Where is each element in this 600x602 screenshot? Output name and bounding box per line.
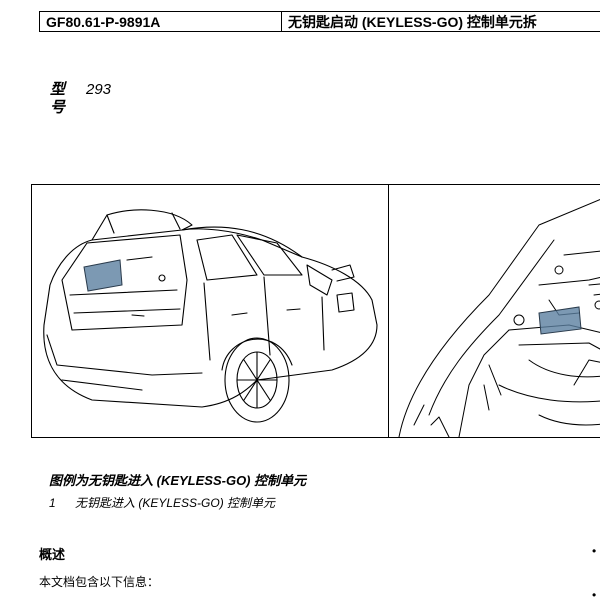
- vehicle-rear-illustration: [43, 209, 378, 423]
- overview-title: 概述: [39, 547, 66, 562]
- bullet-marker: •: [592, 588, 597, 602]
- overview-text: 本文档包含以下信息：: [39, 575, 160, 589]
- figure-caption: 图例为无钥匙进入 (KEYLESS-GO) 控制单元: [49, 473, 307, 488]
- bullet-marker: •: [592, 544, 597, 558]
- legend-item: 1 无钥匙进入 (KEYLESS-GO) 控制单元: [49, 494, 275, 511]
- legend-text: 无钥匙进入 (KEYLESS-GO) 控制单元: [75, 496, 276, 510]
- control-unit-highlight: [83, 259, 123, 292]
- figure-frame: [31, 184, 600, 438]
- control-unit-highlight-detail: [538, 306, 582, 335]
- legend-number: 1: [49, 496, 56, 510]
- document-title: 无钥匙启动 (KEYLESS-GO) 控制单元拆: [288, 13, 537, 30]
- interior-detail-illustration: [398, 199, 600, 437]
- document-header: GF80.61-P-9891A 无钥匙启动 (KEYLESS-GO) 控制单元拆: [39, 11, 600, 32]
- figure-divider: [388, 185, 389, 437]
- document-id: GF80.61-P-9891A: [40, 12, 282, 31]
- model-label: 型号: [50, 81, 66, 116]
- model-value: 293: [86, 81, 112, 98]
